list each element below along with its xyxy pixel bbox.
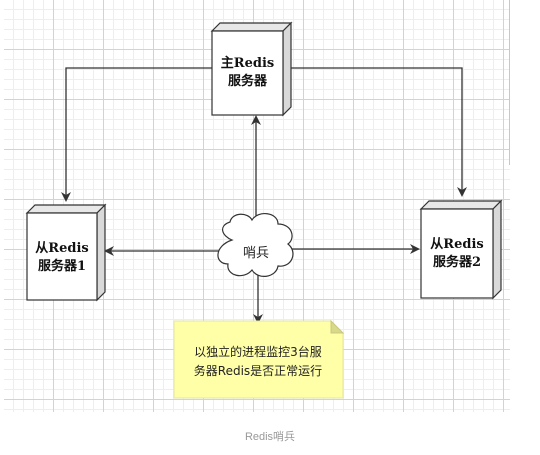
slave1-server-label: 从Redis 服务器1	[35, 241, 89, 274]
slave1-box-front	[26, 212, 98, 301]
note-body	[173, 320, 344, 399]
master-server-label: 主Redis 服务器	[220, 56, 275, 89]
slave1-box-side	[96, 203, 106, 302]
sentinel-label: 哨兵	[242, 246, 269, 261]
edge-master-to-slave2	[291, 67, 467, 197]
note-fold	[330, 319, 345, 334]
slave1-server-box	[25, 203, 107, 302]
master-box-top	[210, 22, 293, 32]
slave2-server-label: 从Redis 服务器2	[430, 237, 484, 270]
connectors	[61, 67, 467, 324]
sentinel-cloud	[217, 213, 294, 277]
note-shape	[173, 319, 345, 399]
slave1-box-top	[25, 204, 107, 214]
master-box-front	[211, 30, 284, 116]
master-server-box	[210, 21, 293, 117]
slave2-server-box	[419, 199, 503, 300]
slave2-box-front	[420, 208, 494, 299]
edge-master-to-slave1	[61, 67, 212, 202]
figure-caption: Redis哨兵	[244, 431, 296, 443]
note-text: 以独立的进程监控3台服 务器Redis是否正常运行	[193, 345, 323, 378]
slave2-box-side	[492, 199, 502, 300]
divider	[509, 0, 510, 165]
slave2-box-top	[419, 200, 503, 210]
master-box-side	[282, 21, 292, 117]
